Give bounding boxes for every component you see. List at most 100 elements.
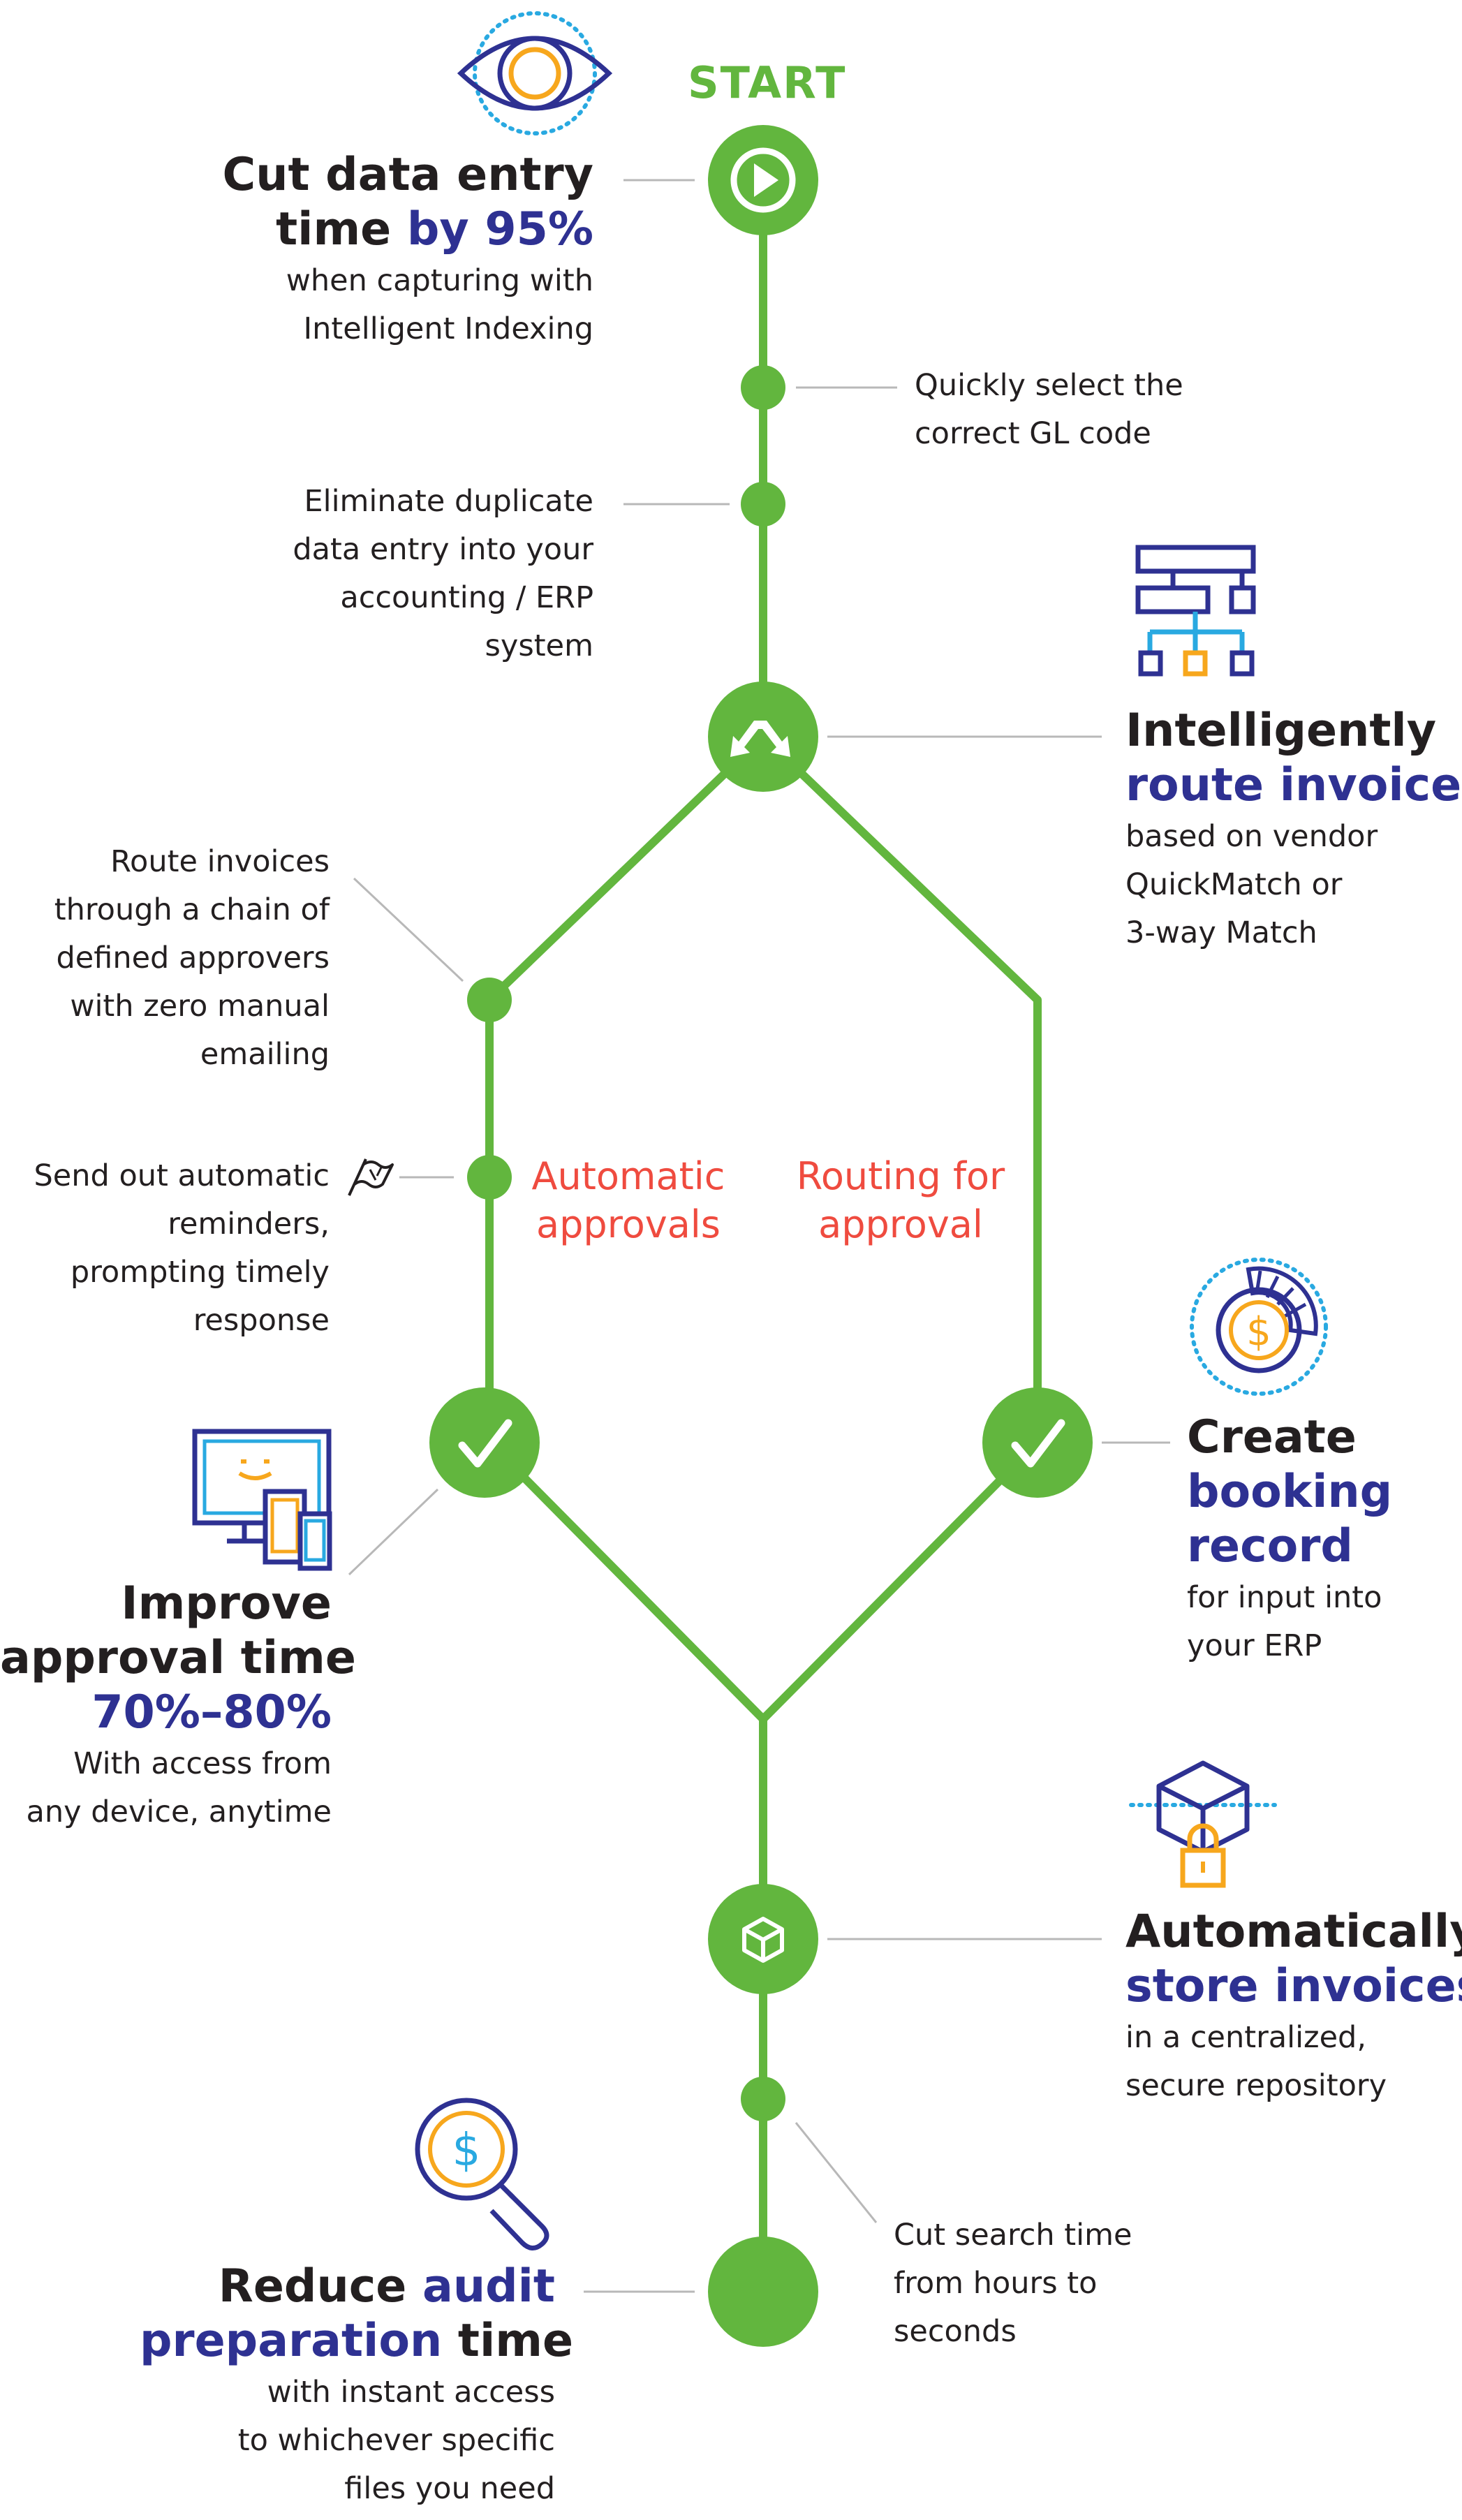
approval-time-headline: Improve approval time 70%–80%: [0, 1577, 356, 1740]
headline-line: Cut data entry: [222, 149, 594, 201]
start-node: [708, 125, 818, 235]
detail-line: any device, anytime: [26, 1795, 332, 1829]
connector-approval-time: [348, 1488, 439, 1576]
route-block: Intelligently route invoices based on ve…: [1125, 704, 1462, 957]
audit-detail: with instant access to whichever specifi…: [140, 2368, 555, 2513]
left-branch: [485, 732, 767, 1723]
gl-code-text: Quickly select the correct GL code: [915, 362, 1183, 458]
svg-text:$: $: [1246, 1309, 1271, 1355]
check-node-left: [429, 1387, 540, 1498]
flow-path: [485, 176, 1042, 2294]
cube-icon: [742, 1917, 784, 1963]
data-entry-block: Cut data entry time by 95% when capturin…: [175, 148, 594, 353]
detail-line: Quickly select the: [915, 368, 1183, 403]
split-arrows-icon: [730, 721, 790, 757]
detail-line: with zero manual: [70, 989, 330, 1024]
dollar-magnifier-icon: $: [415, 2098, 549, 2250]
route-detail: based on vendor QuickMatch or 3-way Matc…: [1125, 813, 1462, 957]
store-headline: Automatically store invoices: [1125, 1905, 1462, 2014]
store-node: [708, 1884, 818, 1994]
approval-time-detail: With access from any device, anytime: [0, 1740, 332, 1836]
start-label: START: [688, 57, 847, 108]
detail-line: Intelligent Indexing: [303, 311, 594, 346]
eye-icon: [457, 11, 613, 135]
right-branch: [759, 732, 1042, 1723]
store-detail: in a centralized, secure repository: [1125, 2014, 1462, 2110]
svg-text:$: $: [452, 2125, 481, 2176]
headline-highlight: record: [1187, 1520, 1353, 1572]
headline-line: Reduce audit: [140, 2260, 555, 2314]
branch-label-line: Routing for: [796, 1154, 1005, 1198]
headline-line: Intelligently: [1125, 705, 1437, 757]
detail-line: prompting timely: [70, 1255, 330, 1290]
detail-line: response: [193, 1303, 330, 1338]
detail-line: through a chain of: [54, 892, 330, 927]
connector-search: [795, 2122, 878, 2223]
dot-gl-code: [741, 365, 785, 410]
headline-highlight: 70%–80%: [91, 1686, 332, 1739]
detail-line: QuickMatch or: [1125, 867, 1343, 902]
detail-line: for input into: [1187, 1580, 1382, 1615]
detail-line: system: [485, 628, 593, 663]
detail-line: based on vendor: [1125, 819, 1378, 854]
automatic-approvals-label: Automatic approvals: [517, 1152, 740, 1248]
headline-text: Reduce: [218, 2260, 422, 2313]
detail-line: reminders,: [168, 1207, 330, 1241]
audit-headline: Reduce audit preparation time: [140, 2260, 573, 2368]
detail-line: Send out automatic: [34, 1158, 330, 1193]
dot-search: [741, 2077, 785, 2121]
headline-text: time: [276, 203, 407, 256]
flag-icon: [348, 1158, 394, 1196]
booking-headline: Create booking record: [1187, 1410, 1392, 1574]
data-entry-headline: Cut data entry time by 95%: [175, 148, 594, 257]
headline-highlight: booking: [1187, 1466, 1393, 1518]
branch-label-line: approval: [818, 1202, 983, 1246]
connector-lines: [348, 179, 1170, 2293]
booking-detail: for input into your ERP: [1187, 1574, 1392, 1670]
headline-highlight: by 95%: [406, 203, 593, 256]
detail-line: in a centralized,: [1125, 2020, 1367, 2055]
checkmark-icon: [458, 1419, 512, 1468]
headline-line: Improve: [121, 1577, 332, 1630]
detail-line: defined approvers: [56, 941, 330, 975]
route-headline: Intelligently route invoices: [1125, 704, 1462, 813]
detail-line: correct GL code: [915, 416, 1151, 451]
dot-duplicate: [741, 482, 785, 526]
headline-line: Create: [1187, 1411, 1357, 1464]
detail-line: files you need: [344, 2471, 555, 2506]
connector-approver-chain: [353, 877, 464, 982]
headline-line: Automatically: [1125, 1906, 1462, 1958]
detail-line: 3-way Match: [1125, 915, 1317, 950]
detail-line: with instant access: [267, 2375, 555, 2410]
detail-line: secure repository: [1125, 2068, 1387, 2103]
headline-highlight: store invoices: [1125, 1960, 1462, 2012]
checkmark-icon: [1011, 1419, 1065, 1468]
split-node: [708, 681, 818, 792]
detail-line: data entry into your: [293, 532, 593, 567]
detail-line: from hours to: [894, 2266, 1098, 2301]
check-node-right: [982, 1387, 1093, 1498]
devices-icon: [192, 1429, 332, 1571]
headline-line-2: time by 95%: [175, 202, 593, 257]
headline-highlight: audit: [422, 2260, 555, 2313]
detail-line: With access from: [73, 1746, 332, 1781]
branch-label-line: approvals: [536, 1202, 721, 1246]
play-icon: [754, 163, 778, 197]
headline-line: approval time: [0, 1632, 356, 1684]
approver-chain-text: Route invoices through a chain of define…: [42, 838, 330, 1079]
reminders-text: Send out automatic reminders, prompting …: [28, 1152, 330, 1345]
routing-for-approval-label: Routing for approval: [782, 1152, 1019, 1248]
dollar-gauge-icon: $: [1190, 1258, 1328, 1396]
locked-box-icon: [1129, 1760, 1277, 1888]
detail-line: Cut search time: [894, 2218, 1132, 2253]
approval-time-block: Improve approval time 70%–80% With acces…: [0, 1577, 356, 1836]
headline-highlight: preparation: [140, 2315, 443, 2367]
duplicate-entry-text: Eliminate duplicate data entry into your…: [244, 478, 593, 670]
detail-line: accounting / ERP: [340, 580, 593, 615]
end-node: [708, 2237, 818, 2347]
headline-line-2: preparation time: [140, 2314, 573, 2368]
detail-line: your ERP: [1187, 1628, 1322, 1663]
booking-record-block: Create booking record for input into you…: [1187, 1410, 1392, 1670]
dot-reminders: [467, 1155, 512, 1200]
